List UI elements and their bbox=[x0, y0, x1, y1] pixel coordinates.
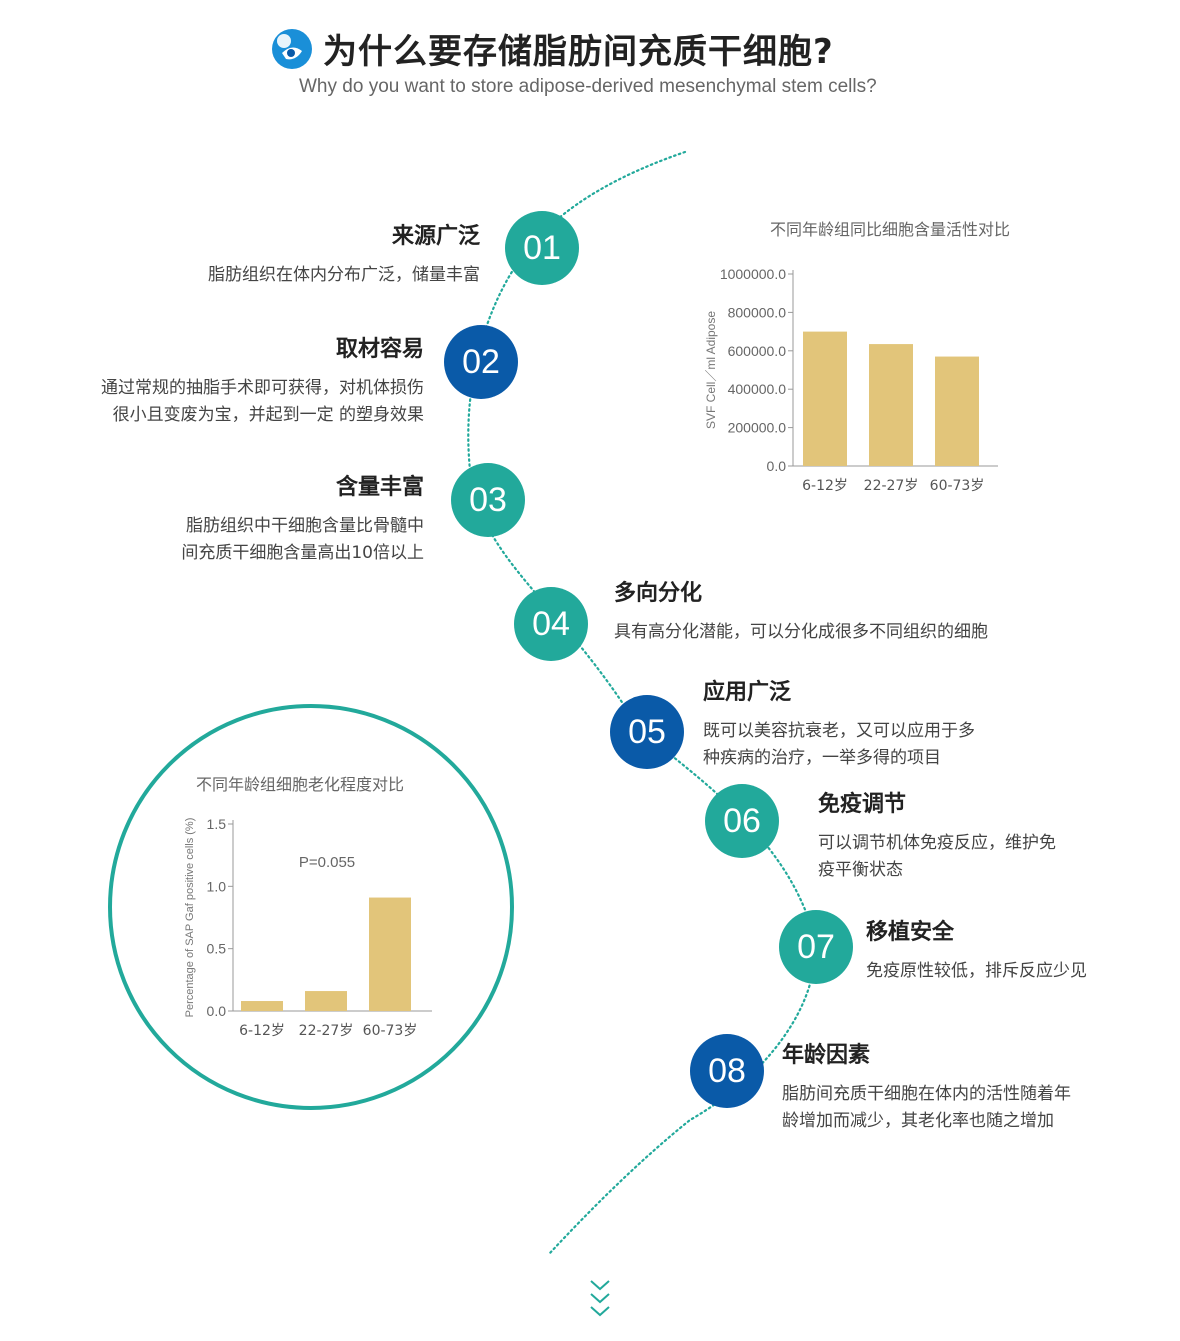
reason-item-04: 多向分化 具有高分化潜能，可以分化成很多不同组织的细胞 bbox=[614, 575, 988, 646]
bar-22-27岁 bbox=[869, 344, 913, 466]
reason-title: 来源广泛 bbox=[391, 224, 480, 249]
y-tick-label: 0.0 bbox=[767, 458, 787, 474]
reason-desc-line: 龄增加而减少，其老化率也随之增加 bbox=[782, 1111, 1054, 1131]
page-title: 为什么要存储脂肪间充质干细胞? bbox=[323, 32, 834, 72]
reason-desc-line: 脂肪组织在体内分布广泛，储量丰富 bbox=[208, 265, 480, 285]
reason-title: 移植安全 bbox=[866, 920, 955, 945]
y-tick-label: 600000.0 bbox=[728, 343, 787, 359]
step-node-07: 07 bbox=[779, 910, 853, 984]
reason-desc-line: 种疾病的治疗，一举多得的项目 bbox=[703, 748, 941, 768]
reason-desc-line: 通过常规的抽脂手术即可获得，对机体损伤 bbox=[101, 378, 424, 398]
reason-title: 取材容易 bbox=[335, 337, 424, 362]
step-node-08: 08 bbox=[690, 1034, 764, 1108]
reason-item-06: 免疫调节 可以调节机体免疫反应，维护免 疫平衡状态 bbox=[818, 786, 1056, 884]
step-node-02: 02 bbox=[444, 325, 518, 399]
x-tick-label: 22-27岁 bbox=[864, 478, 919, 494]
y-tick-label: 200000.0 bbox=[728, 420, 787, 436]
y-tick-label: 0.5 bbox=[207, 941, 227, 957]
reason-desc-line: 免疫原性较低，排斥反应少见 bbox=[866, 961, 1087, 981]
cell-aging-bar-chart: 不同年龄组细胞老化程度对比 1.5 1.0 0.5 0.0 6-12岁 22-27岁 60-7… bbox=[184, 775, 432, 1039]
x-tick-label: 60-73岁 bbox=[930, 478, 985, 494]
step-node-04: 04 bbox=[514, 587, 588, 661]
cell-content-bar-chart: 不同年龄组同比细胞含量活性对比 1000000.0 800000.0 600000.0… bbox=[704, 220, 1010, 494]
page-header: 为什么要存储脂肪间充质干细胞? Why do you want to store… bbox=[0, 0, 1180, 110]
page-subtitle: Why do you want to store adipose-derived… bbox=[299, 76, 877, 97]
reason-desc-line: 具有高分化潜能，可以分化成很多不同组织的细胞 bbox=[614, 622, 988, 642]
y-tick-label: 1000000.0 bbox=[720, 266, 786, 282]
reason-title: 年龄因素 bbox=[782, 1043, 871, 1068]
step-node-01: 01 bbox=[505, 211, 579, 285]
y-tick-label: 1.5 bbox=[207, 816, 227, 832]
reason-desc-line: 疫平衡状态 bbox=[818, 860, 903, 880]
step-node-03: 03 bbox=[451, 463, 525, 537]
bar-60-73岁 bbox=[935, 356, 979, 466]
reason-title: 多向分化 bbox=[614, 581, 703, 606]
reason-desc-line: 既可以美容抗衰老，又可以应用于多 bbox=[703, 721, 975, 741]
y-axis-label: Percentage of SAP Gaf positive cells (%) bbox=[184, 818, 196, 1018]
x-tick-label: 6-12岁 bbox=[239, 1023, 285, 1039]
reason-desc-line: 间充质干细胞含量高出10倍以上 bbox=[181, 543, 424, 563]
bar-6-12岁 bbox=[803, 331, 847, 466]
x-tick-label: 22-27岁 bbox=[299, 1023, 354, 1039]
chart-title: 不同年龄组细胞老化程度对比 bbox=[196, 775, 404, 794]
reason-item-05: 应用广泛 既可以美容抗衰老，又可以应用于多 种疾病的治疗，一举多得的项目 bbox=[703, 674, 975, 772]
step-node-05: 05 bbox=[610, 695, 684, 769]
reason-desc-line: 脂肪间充质干细胞在体内的活性随着年 bbox=[782, 1084, 1071, 1104]
reason-title: 含量丰富 bbox=[335, 475, 424, 500]
reason-item-02: 取材容易 通过常规的抽脂手术即可获得，对机体损伤 很小且变废为宝，并起到一定 的… bbox=[101, 331, 424, 429]
p-value-annotation: P=0.055 bbox=[299, 854, 355, 871]
y-tick-label: 1.0 bbox=[207, 878, 227, 894]
reason-item-07: 移植安全 免疫原性较低，排斥反应少见 bbox=[866, 914, 1087, 985]
reason-item-01: 来源广泛 脂肪组织在体内分布广泛，储量丰富 bbox=[208, 218, 480, 289]
x-tick-label: 6-12岁 bbox=[802, 478, 848, 494]
chart-title: 不同年龄组同比细胞含量活性对比 bbox=[770, 220, 1010, 239]
reason-title: 免疫调节 bbox=[818, 792, 907, 817]
bar-6-12岁 bbox=[241, 1001, 283, 1011]
reason-item-03: 含量丰富 脂肪组织中干细胞含量比骨髓中 间充质干细胞含量高出10倍以上 bbox=[181, 469, 424, 567]
reason-desc-line: 很小且变废为宝，并起到一定 的塑身效果 bbox=[112, 405, 424, 425]
x-tick-label: 60-73岁 bbox=[363, 1023, 418, 1039]
aging-chart-circle-frame bbox=[108, 704, 514, 1110]
stem-cell-logo-icon bbox=[272, 29, 312, 69]
y-tick-label: 400000.0 bbox=[728, 381, 787, 397]
bar-22-27岁 bbox=[305, 991, 347, 1011]
reason-desc-line: 可以调节机体免疫反应，维护免 bbox=[818, 833, 1056, 853]
y-tick-label: 800000.0 bbox=[728, 304, 787, 320]
reason-item-08: 年龄因素 脂肪间充质干细胞在体内的活性随着年 龄增加而减少，其老化率也随之增加 bbox=[782, 1037, 1071, 1135]
scroll-down-chevrons-icon[interactable] bbox=[586, 1277, 614, 1321]
step-node-06: 06 bbox=[705, 784, 779, 858]
reason-title: 应用广泛 bbox=[703, 680, 792, 705]
y-tick-label: 0.0 bbox=[207, 1003, 227, 1019]
bar-60-73岁 bbox=[369, 897, 411, 1011]
y-axis-label: SVF Cell／ml Adipose bbox=[704, 311, 718, 429]
reason-desc-line: 脂肪组织中干细胞含量比骨髓中 bbox=[186, 516, 424, 536]
